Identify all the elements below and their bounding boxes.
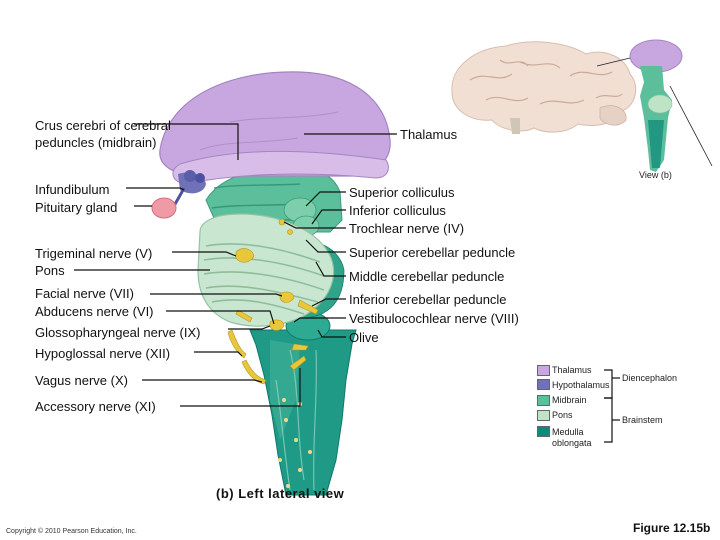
legend-swatch-thalamus bbox=[537, 365, 550, 376]
label-accessory-nerve: Accessory nerve (XI) bbox=[35, 399, 156, 414]
projection-line bbox=[669, 85, 713, 167]
main-brainstem bbox=[151, 71, 391, 496]
legend-swatch-medulla bbox=[537, 426, 550, 437]
inset-brain bbox=[451, 41, 637, 134]
label-pons: Pons bbox=[35, 263, 65, 278]
label-superior-colliculus: Superior colliculus bbox=[349, 185, 455, 200]
label-crus-cerebri: Crus cerebri of cerebral peduncles (midb… bbox=[35, 118, 171, 150]
label-facial-nerve: Facial nerve (VII) bbox=[35, 286, 134, 301]
legend-group-brainstem: Brainstem bbox=[622, 415, 663, 425]
copyright-notice: Copyright © 2010 Pearson Education, Inc. bbox=[6, 528, 137, 535]
legend-group-diencephalon: Diencephalon bbox=[622, 373, 678, 383]
label-inferior-colliculus: Inferior colliculus bbox=[349, 203, 446, 218]
label-vagus-nerve: Vagus nerve (X) bbox=[35, 373, 128, 388]
legend-label-pons: Pons bbox=[552, 410, 573, 420]
label-pituitary-gland: Pituitary gland bbox=[35, 200, 118, 215]
label-trigeminal-nerve: Trigeminal nerve (V) bbox=[35, 246, 153, 261]
label-vestibulocochlear-nerve: Vestibulocochlear nerve (VIII) bbox=[349, 311, 519, 326]
label-trochlear-nerve: Trochlear nerve (IV) bbox=[349, 221, 465, 236]
label-abducens-nerve: Abducens nerve (VI) bbox=[35, 304, 154, 319]
legend-label-thalamus: Thalamus bbox=[552, 365, 592, 375]
figure-caption: (b) Left lateral view bbox=[216, 486, 345, 501]
label-infundibulum: Infundibulum bbox=[35, 182, 110, 197]
legend-label-medulla: Medulla oblongata bbox=[552, 427, 592, 448]
legend-swatch-midbrain bbox=[537, 395, 550, 406]
label-superior-cerebellar-peduncle: Superior cerebellar peduncle bbox=[349, 245, 516, 260]
label-olive: Olive bbox=[349, 330, 379, 345]
figure-number: Figure 12.15b bbox=[633, 521, 711, 535]
legend-swatch-hypothalamus bbox=[537, 379, 550, 390]
label-thalamus: Thalamus bbox=[400, 127, 458, 142]
label-hypoglossal-nerve: Hypoglossal nerve (XII) bbox=[35, 346, 171, 361]
label-glossopharyngeal-nerve: Glossopharyngeal nerve (IX) bbox=[35, 325, 201, 340]
legend-label-hypothalamus: Hypothalamus bbox=[552, 380, 610, 390]
cranial-nerves bbox=[227, 218, 319, 385]
label-inferior-cerebellar-peduncle: Inferior cerebellar peduncle bbox=[349, 292, 507, 307]
legend-swatch-pons bbox=[537, 410, 550, 421]
projection-line bbox=[596, 57, 631, 67]
inset-brainstem bbox=[629, 39, 683, 172]
label-view-b: View (b) bbox=[639, 170, 672, 180]
label-middle-cerebellar-peduncle: Middle cerebellar peduncle bbox=[349, 269, 505, 284]
leader-lines bbox=[74, 123, 620, 443]
legend-label-midbrain: Midbrain bbox=[552, 395, 587, 405]
